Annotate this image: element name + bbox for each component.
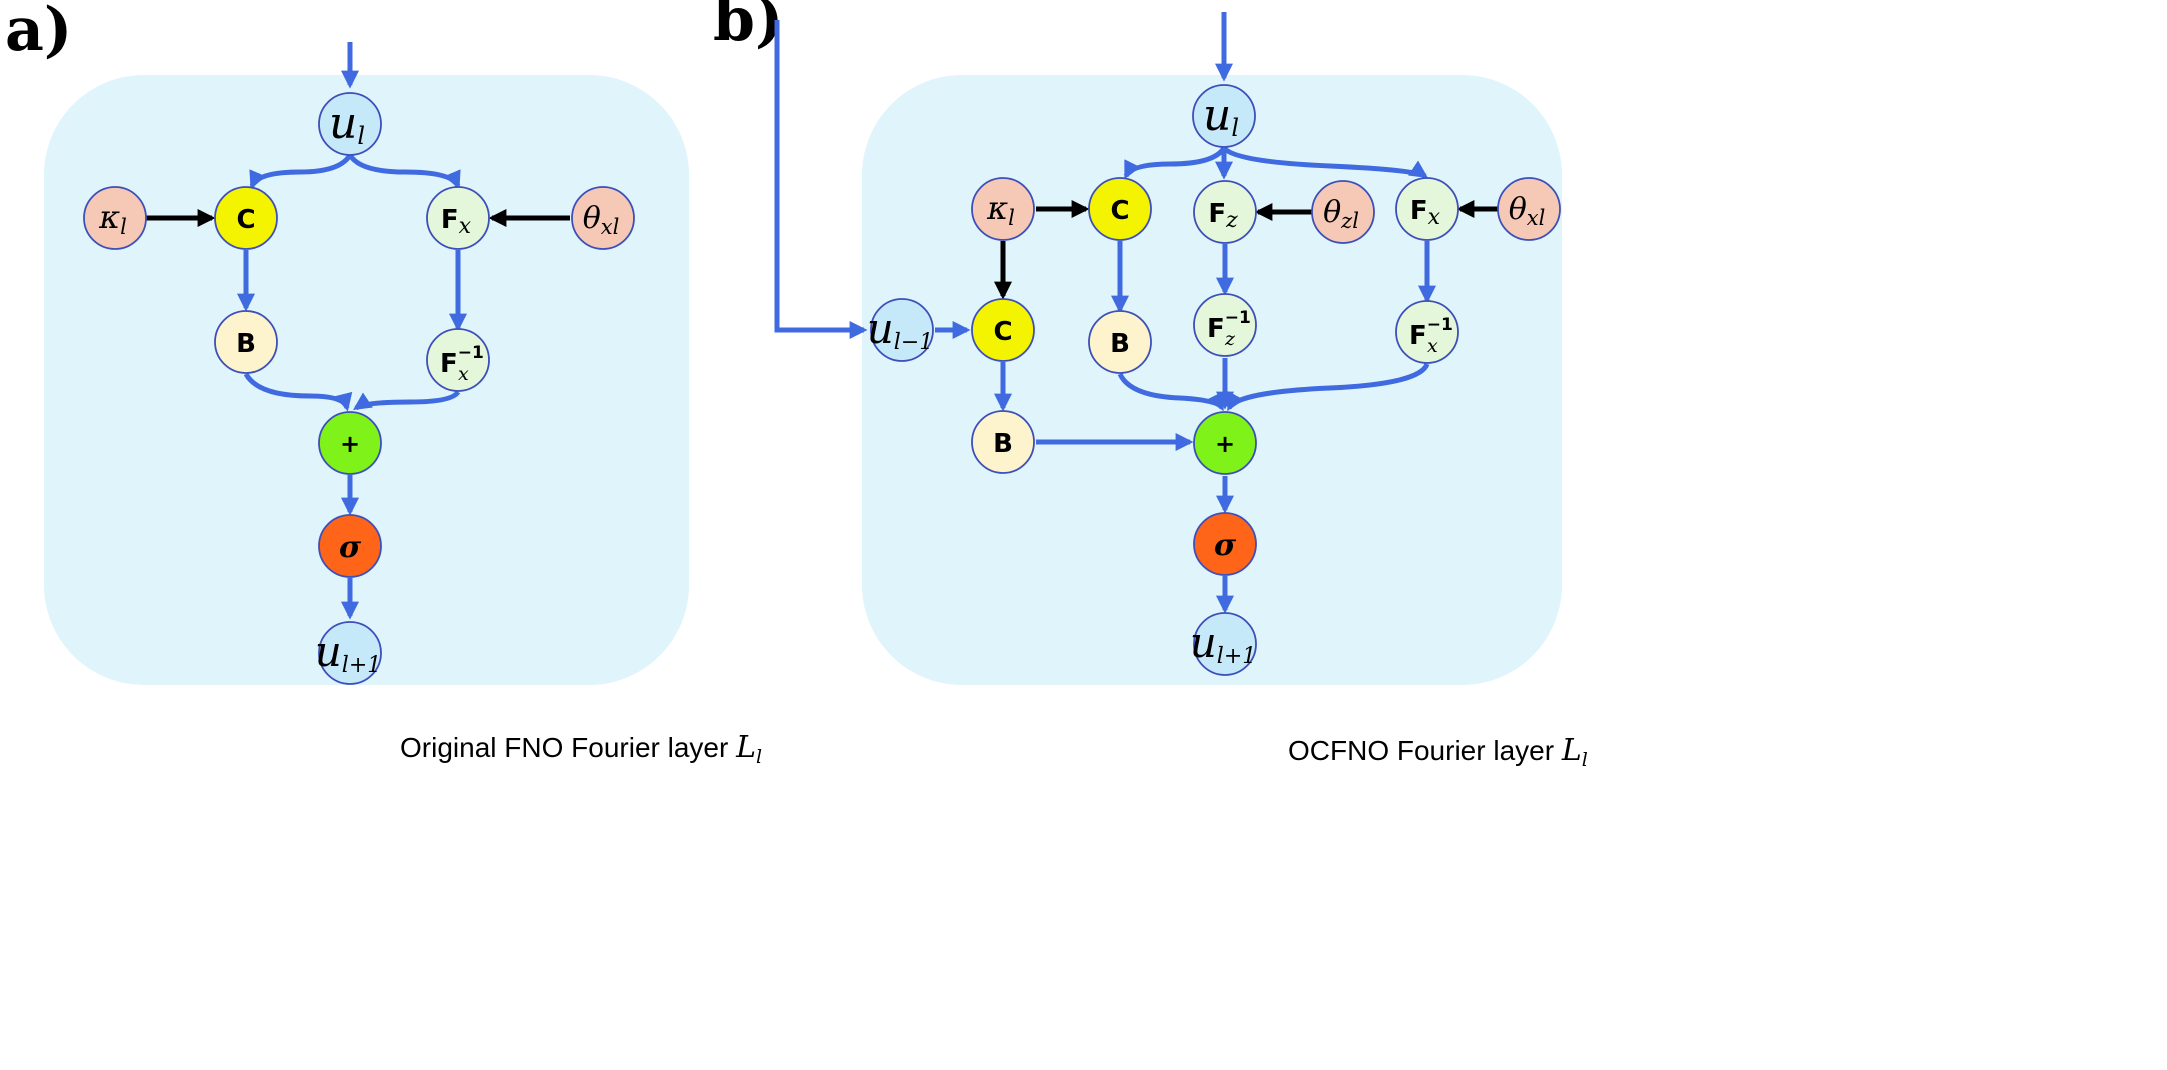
svg-text:x: x <box>458 363 469 385</box>
svg-text:B: B <box>993 429 1013 459</box>
svg-text:ul+1: ul+1 <box>1190 618 1257 669</box>
svg-text:ul+1: ul+1 <box>315 627 382 678</box>
svg-text:θxl: θxl <box>583 201 620 239</box>
edge-u-to-c <box>249 153 353 190</box>
panel-a-edges <box>146 42 570 620</box>
panel-a: a) ul κl C <box>5 0 762 768</box>
svg-text:σ: σ <box>1214 528 1237 563</box>
node-b-f-z-inverse: F−1 z <box>1193 293 1257 357</box>
svg-text:B: B <box>1110 329 1130 359</box>
svg-text:κl: κl <box>98 198 127 239</box>
svg-text:σ: σ <box>339 530 362 565</box>
node-b-kappa-l: κl <box>971 177 1035 241</box>
node-b-f-x-inverse: F−1 x <box>1395 300 1459 364</box>
node-b-theta-zl: θzl <box>1311 180 1375 244</box>
panel-b-label: b) <box>713 0 783 55</box>
node-b-b-top: B <box>1088 310 1152 374</box>
panel-a-caption: Original FNO Fourier layer Ll <box>400 730 762 768</box>
svg-text:+: + <box>340 430 360 458</box>
panel-a-background <box>44 75 689 685</box>
panel-a-label: a) <box>5 0 72 65</box>
edge-fxinv-to-plus <box>353 390 461 411</box>
node-b-c-bottom: C <box>971 298 1035 362</box>
edge-u-to-fx <box>1222 146 1428 179</box>
node-b-u-l-minus-1: ul−1 <box>867 298 934 362</box>
panel-b-background <box>862 75 1562 685</box>
edge-fxinv-to-plus <box>1226 362 1430 412</box>
node-b-f-z: Fz <box>1193 180 1257 244</box>
node-a-plus: + <box>318 411 382 475</box>
svg-text:C: C <box>236 205 255 235</box>
svg-text:κl: κl <box>986 189 1015 230</box>
edge-b-to-plus <box>243 372 353 412</box>
node-a-u-l-plus-1: ul+1 <box>315 621 382 685</box>
node-b-u-l-plus-1: ul+1 <box>1190 612 1257 676</box>
panel-b-edges <box>774 12 1498 614</box>
svg-text:θzl: θzl <box>1323 195 1359 233</box>
svg-text:F−1: F−1 <box>1207 308 1251 344</box>
svg-text:Fz: Fz <box>1208 199 1238 233</box>
node-a-theta-xl: θxl <box>571 186 635 250</box>
svg-text:C: C <box>1110 196 1129 226</box>
node-a-f-x: Fx <box>426 186 490 250</box>
panel-b: b) ul <box>713 0 1588 771</box>
svg-text:F−1: F−1 <box>440 343 484 379</box>
svg-text:ul: ul <box>329 98 365 150</box>
svg-text:ul: ul <box>1203 90 1239 142</box>
node-a-sigma: σ <box>318 514 382 578</box>
svg-text:z: z <box>1224 328 1236 350</box>
svg-text:x: x <box>1427 335 1438 357</box>
node-b-theta-xl: θxl <box>1497 177 1561 241</box>
svg-text:Fx: Fx <box>441 205 472 239</box>
svg-text:F−1: F−1 <box>1409 315 1453 351</box>
node-b-f-x: Fx <box>1395 177 1459 241</box>
svg-text:θxl: θxl <box>1509 192 1546 230</box>
node-b-b-bottom: B <box>971 410 1035 474</box>
edge-u-to-c1 <box>1123 146 1227 180</box>
node-a-u-l: ul <box>318 92 382 156</box>
panel-b-caption: OCFNO Fourier layer Ll <box>1288 733 1588 771</box>
node-b-sigma: σ <box>1193 512 1257 576</box>
svg-text:C: C <box>993 317 1012 347</box>
edge-u-to-fx <box>347 153 461 190</box>
node-a-kappa-l: κl <box>83 186 147 250</box>
node-a-c: C <box>214 186 278 250</box>
svg-text:+: + <box>1215 430 1235 458</box>
node-b-c-top: C <box>1088 177 1152 241</box>
edge-skip-to-u-prev <box>774 20 868 339</box>
svg-text:Fx: Fx <box>1410 196 1441 230</box>
node-a-b: B <box>214 310 278 374</box>
node-b-u-l: ul <box>1192 84 1256 148</box>
svg-text:B: B <box>236 329 256 359</box>
svg-text:ul−1: ul−1 <box>867 304 934 355</box>
node-b-plus: + <box>1193 411 1257 475</box>
node-a-f-x-inverse: F−1 x <box>426 328 490 392</box>
